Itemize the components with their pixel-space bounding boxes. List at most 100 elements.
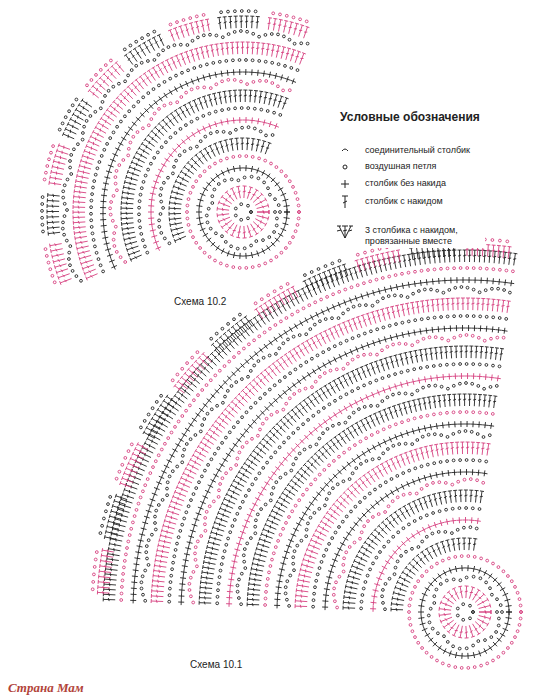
- chain-stitch: [440, 434, 443, 437]
- chain-stitch: [252, 81, 255, 84]
- single-crochet: [240, 433, 245, 438]
- chain-stitch: [345, 515, 348, 518]
- chain-stitch: [109, 213, 112, 216]
- double-crochet: [168, 29, 174, 41]
- chain-stitch: [268, 571, 271, 574]
- chain-stitch: [204, 469, 207, 472]
- double-crochet: [414, 449, 419, 461]
- chain-stitch: [245, 59, 248, 62]
- single-crochet: [411, 479, 417, 485]
- chain-stitch: [376, 404, 379, 407]
- chain-stitch: [238, 59, 241, 62]
- double-crochet: [55, 154, 67, 159]
- single-crochet: [332, 357, 337, 362]
- single-crochet: [406, 331, 412, 337]
- chain-stitch: [420, 488, 423, 491]
- single-crochet: [173, 87, 178, 92]
- chain-stitch: [217, 582, 220, 585]
- double-crochet: [170, 57, 177, 69]
- double-crochet: [192, 100, 199, 112]
- double-crochet: [228, 91, 232, 103]
- chain-stitch: [50, 151, 53, 154]
- chain-stitch: [147, 33, 150, 36]
- chain-stitch: [359, 501, 362, 504]
- chain-stitch: [221, 109, 224, 112]
- double-crochet: [72, 113, 83, 121]
- double-crochet: [495, 348, 499, 360]
- chain-stitch: [458, 430, 461, 433]
- chain-stitch: [85, 120, 88, 123]
- double-crochet: [420, 551, 429, 562]
- chain-stitch: [226, 157, 229, 160]
- chain-stitch: [421, 575, 424, 578]
- single-crochet: [420, 621, 426, 627]
- chain-stitch: [360, 607, 363, 610]
- chain-stitch: [205, 214, 208, 217]
- double-crochet: [432, 396, 436, 408]
- chain-stitch: [275, 256, 278, 259]
- single-crochet: [416, 427, 422, 433]
- chain-stitch: [240, 572, 243, 575]
- single-crochet: [432, 522, 438, 528]
- double-crochet: [477, 598, 488, 606]
- double-crochet: [435, 543, 441, 555]
- chain-stitch: [69, 264, 72, 267]
- double-crochet: [480, 491, 484, 503]
- double-crochet: [51, 249, 63, 253]
- single-crochet: [505, 621, 511, 627]
- chain-stitch: [185, 124, 188, 127]
- double-crochet: [264, 92, 269, 104]
- chain-stitch: [265, 417, 268, 420]
- chain-stitch: [378, 457, 381, 460]
- double-crochet: [348, 574, 360, 579]
- chain-stitch: [325, 498, 328, 501]
- double-crochet: [362, 474, 371, 485]
- chain-stitch: [316, 573, 319, 576]
- chain-stitch: [275, 481, 278, 484]
- chain-stitch: [476, 479, 479, 482]
- chain-stitch: [175, 74, 178, 77]
- chain-stitch: [384, 511, 387, 514]
- chain-stitch: [289, 372, 292, 375]
- chain-stitch: [306, 488, 309, 491]
- double-crochet: [465, 626, 469, 638]
- single-crochet: [284, 209, 290, 215]
- double-crochet: [301, 563, 313, 568]
- chain-stitch: [348, 478, 351, 481]
- chain-stitch: [482, 481, 485, 484]
- single-crochet: [323, 592, 329, 598]
- chain-stitch: [159, 213, 162, 216]
- chain-stitch: [254, 532, 257, 535]
- chain-stitch: [284, 472, 287, 475]
- chain-stitch: [390, 478, 393, 481]
- single-crochet: [478, 325, 484, 331]
- chain-stitch: [234, 207, 237, 210]
- chain-stitch: [187, 69, 190, 72]
- double-crochet: [257, 216, 269, 221]
- chain-stitch: [114, 182, 117, 185]
- double-crochet: [391, 607, 403, 611]
- double-crochet: [344, 595, 356, 599]
- chain-stitch: [411, 443, 414, 446]
- chain-stitch: [473, 556, 476, 559]
- double-crochet: [169, 217, 181, 221]
- double-crochet: [429, 445, 433, 457]
- double-crochet: [48, 193, 60, 197]
- double-crochet: [246, 138, 250, 150]
- chain-stitch: [469, 478, 472, 481]
- chain-stitch: [370, 405, 373, 408]
- chain-stitch: [142, 181, 145, 184]
- chain-stitch: [225, 436, 228, 439]
- double-crochet: [284, 20, 289, 32]
- single-crochet: [463, 517, 469, 523]
- single-crochet: [273, 123, 279, 129]
- chain-stitch: [328, 348, 331, 351]
- chain-stitch: [365, 460, 368, 463]
- double-crochet: [359, 420, 367, 432]
- single-crochet: [304, 435, 308, 439]
- single-crochet: [483, 570, 488, 575]
- double-crochet: [172, 232, 184, 238]
- chain-stitch: [401, 421, 404, 424]
- single-crochet: [277, 578, 283, 584]
- chain-stitch: [279, 13, 282, 16]
